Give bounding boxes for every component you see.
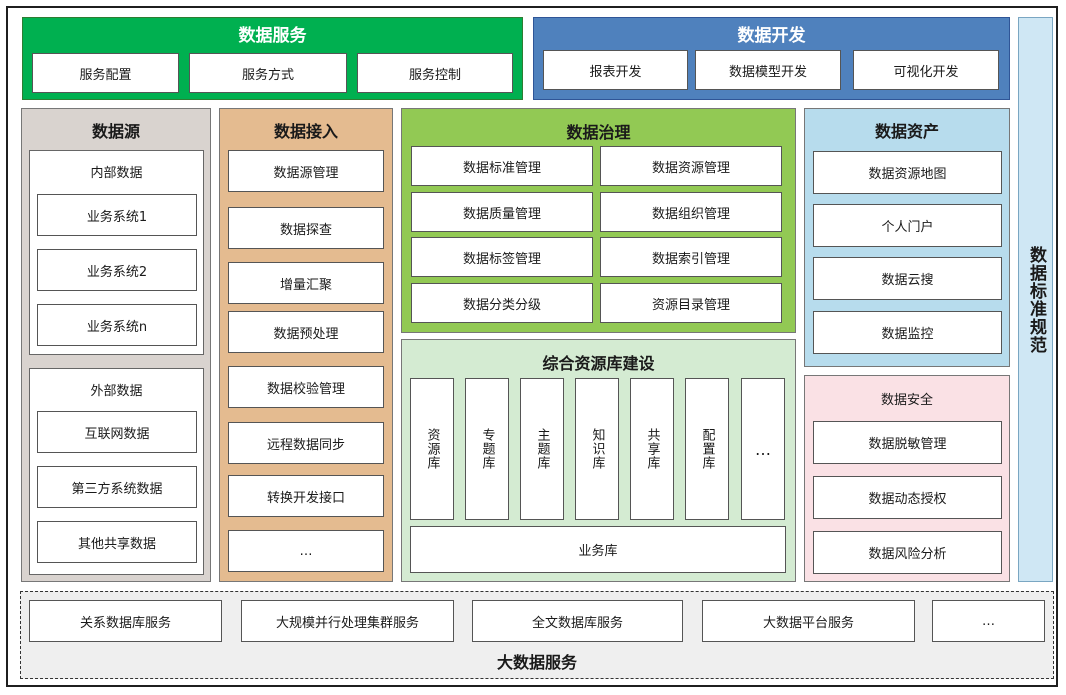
external-data-label: 外部数据 [90,384,143,399]
data-dev-title: 数据开发 [737,26,806,46]
gov-quality-mgmt: 数据质量管理 [411,192,593,232]
data-source-title: 数据源 [91,122,140,141]
business-system-1-box: 业务系统1 [37,194,197,236]
lib-subject: 主题库 [520,378,564,520]
data-standards-title: 数据标准规范 [1026,245,1046,354]
bigdata-relational-db: 关系数据库服务 [29,600,222,642]
access-item-explore: 数据探查 [228,207,384,249]
gov-index-mgmt: 数据索引管理 [600,237,782,277]
model-dev-box: 数据模型开发 [695,50,841,90]
data-access-title: 数据接入 [273,122,338,141]
data-service-panel: 数据服务 服务配置 服务方式 服务控制 [22,17,523,100]
data-assets-title: 数据资产 [874,122,939,141]
third-party-data-box: 第三方系统数据 [37,466,197,508]
service-method-box: 服务方式 [189,53,347,93]
asset-personal-portal: 个人门户 [813,204,1002,247]
data-source-panel: 数据源 内部数据 业务系统1 业务系统2 业务系统n 外部数据 互联网数据 第三… [21,108,211,582]
access-item-remote-sync: 远程数据同步 [228,422,384,464]
data-dev-panel: 数据开发 报表开发 数据模型开发 可视化开发 [533,17,1010,100]
report-dev-box: 报表开发 [543,50,688,90]
bigdata-fulltext-db: 全文数据库服务 [472,600,683,642]
resource-library-title: 综合资源库建设 [542,354,655,373]
lib-resource: 资源库 [410,378,454,520]
service-control-box: 服务控制 [357,53,513,93]
asset-cloud-search: 数据云搜 [813,257,1002,300]
data-governance-panel: 数据治理 数据标准管理 数据资源管理 数据质量管理 数据组织管理 数据标签管理 … [401,108,796,333]
access-item-validation: 数据校验管理 [228,366,384,408]
data-standards-panel: 数据标准规范 [1018,17,1053,582]
business-library-box: 业务库 [410,526,786,573]
asset-resource-map: 数据资源地图 [813,151,1002,194]
gov-tag-mgmt: 数据标签管理 [411,237,593,277]
gov-organize-mgmt: 数据组织管理 [600,192,782,232]
gov-classification: 数据分类分级 [411,283,593,323]
lib-config: 配置库 [685,378,729,520]
security-masking: 数据脱敏管理 [813,421,1002,464]
gov-catalog-mgmt: 资源目录管理 [600,283,782,323]
internal-data-label: 内部数据 [90,166,143,181]
internal-data-group: 内部数据 业务系统1 业务系统2 业务系统n [29,150,204,355]
data-governance-title: 数据治理 [566,123,631,142]
bigdata-service-panel: 关系数据库服务 大规模并行处理集群服务 全文数据库服务 大数据平台服务 … 大数… [20,591,1054,679]
access-item-convert-api: 转换开发接口 [228,475,384,517]
lib-topic: 专题库 [465,378,509,520]
data-security-panel: 数据安全 数据脱敏管理 数据动态授权 数据风险分析 [804,375,1010,582]
data-service-title: 数据服务 [238,26,307,46]
other-shared-data-box: 其他共享数据 [37,521,197,563]
internet-data-box: 互联网数据 [37,411,197,453]
data-security-title: 数据安全 [880,393,933,408]
external-data-group: 外部数据 互联网数据 第三方系统数据 其他共享数据 [29,368,204,575]
gov-standard-mgmt: 数据标准管理 [411,146,593,186]
bigdata-service-title: 大数据服务 [496,653,577,672]
resource-library-panel: 综合资源库建设 资源库 专题库 主题库 知识库 共享库 配置库 … 业务库 [401,339,796,582]
lib-knowledge: 知识库 [575,378,619,520]
access-item-source-mgmt: 数据源管理 [228,150,384,192]
bigdata-mpp-cluster: 大规模并行处理集群服务 [241,600,454,642]
data-assets-panel: 数据资产 数据资源地图 个人门户 数据云搜 数据监控 [804,108,1010,367]
security-risk-analysis: 数据风险分析 [813,531,1002,574]
business-system-n-box: 业务系统n [37,304,197,346]
asset-monitoring: 数据监控 [813,311,1002,354]
lib-more: … [741,378,785,520]
access-item-more: … [228,530,384,572]
service-config-box: 服务配置 [32,53,179,93]
bigdata-platform: 大数据平台服务 [702,600,915,642]
architecture-frame [6,6,1058,687]
access-item-incremental: 增量汇聚 [228,262,384,304]
data-access-panel: 数据接入 数据源管理 数据探查 增量汇聚 数据预处理 数据校验管理 远程数据同步… [219,108,393,582]
security-dynamic-auth: 数据动态授权 [813,476,1002,519]
lib-shared: 共享库 [630,378,674,520]
bigdata-more: … [932,600,1045,642]
access-item-preprocess: 数据预处理 [228,311,384,353]
gov-resource-mgmt: 数据资源管理 [600,146,782,186]
business-system-2-box: 业务系统2 [37,249,197,291]
visual-dev-box: 可视化开发 [853,50,999,90]
